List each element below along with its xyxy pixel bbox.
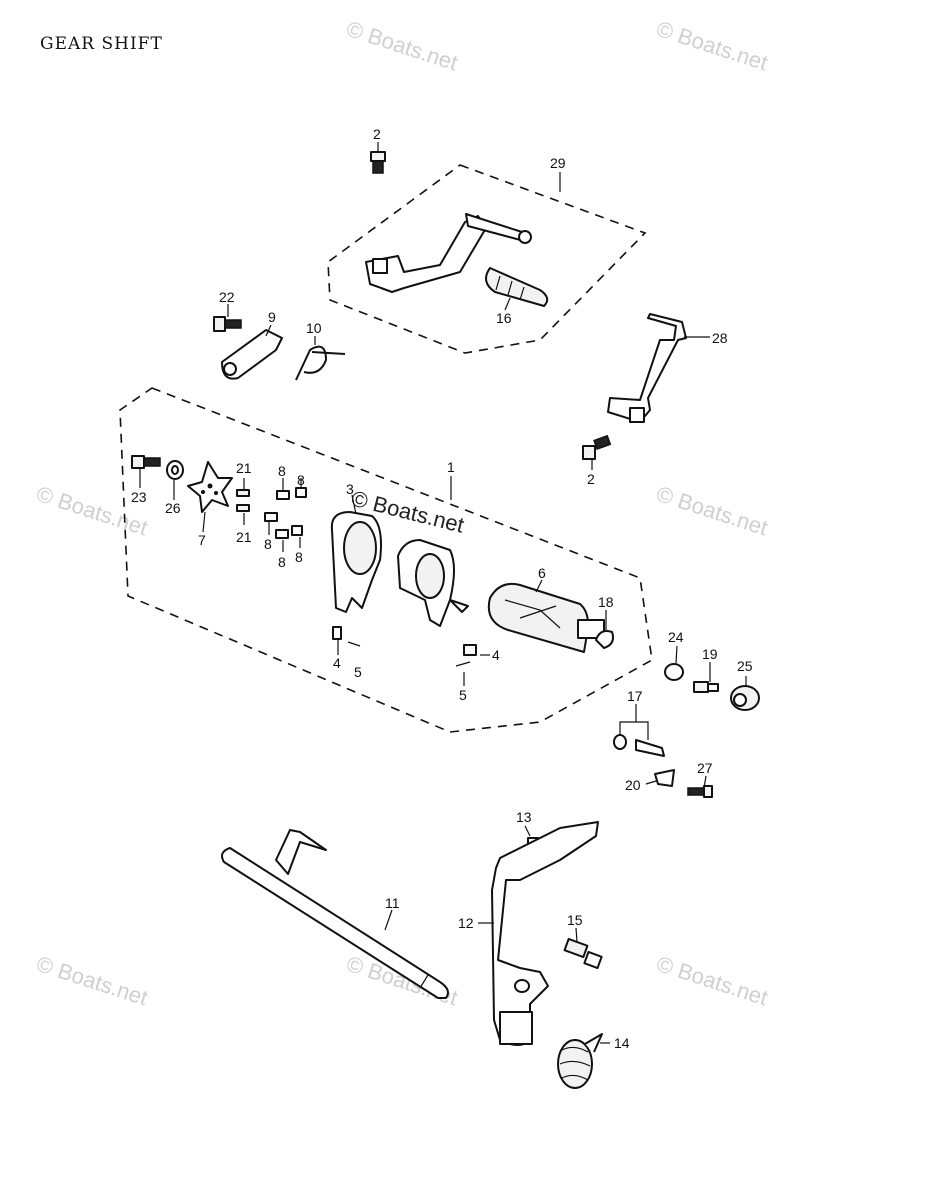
callout-21: 21: [236, 529, 252, 545]
callout-22: 22: [219, 289, 235, 305]
callout-18: 18: [598, 594, 614, 610]
clip-18: [595, 630, 614, 649]
watermark: © Boats.net: [653, 951, 770, 1010]
bolt-2-lower: [582, 434, 612, 460]
callout-1: 1: [447, 459, 455, 475]
star-plate-7: [187, 461, 233, 513]
pin-assembly-17: [613, 734, 665, 757]
callout-4: 4: [333, 655, 341, 671]
callout-8: 8: [278, 463, 286, 479]
bolt-23: [131, 455, 161, 469]
callout-29: 29: [550, 155, 566, 171]
callout-20: 20: [625, 777, 641, 793]
callout-6: 6: [538, 565, 546, 581]
bolt-27: [687, 785, 713, 798]
callout-2: 2: [587, 471, 595, 487]
watermark: © Boats.net: [33, 951, 150, 1010]
watermark: © Boats.net: [343, 16, 460, 75]
cap-25: [730, 685, 760, 711]
callout-7: 7: [198, 532, 206, 548]
bolt-2-top: [370, 151, 386, 174]
group-outline-1: [119, 387, 653, 733]
bolt-22: [213, 316, 242, 332]
shift-fork-middle: [397, 539, 469, 627]
callout-23: 23: [131, 489, 147, 505]
shift-pedal-28: [607, 313, 687, 423]
callout-26: 26: [165, 500, 181, 516]
callout-4: 4: [492, 647, 500, 663]
callout-21: 21: [236, 460, 252, 476]
callout-8: 8: [295, 549, 303, 565]
callout-8: 8: [264, 536, 272, 552]
washer-26: [166, 460, 184, 480]
stopper-arm-9: [221, 329, 283, 380]
washer-24: [664, 663, 684, 681]
callout-numbers: 2 29 22 9 10 16 28 1 2 23 26 7 21 21 8 8…: [131, 126, 753, 1051]
callout-8: 8: [297, 472, 305, 488]
pedal-rubber-16: [485, 267, 549, 307]
watermarks: © Boats.net © Boats.net © Boats.net © Bo…: [33, 16, 770, 1010]
callout-9: 9: [268, 309, 276, 325]
pins: [236, 487, 307, 539]
callout-2: 2: [373, 126, 381, 142]
callout-8: 8: [278, 554, 286, 570]
shift-drum-6: [487, 582, 605, 653]
callout-28: 28: [712, 330, 728, 346]
callout-3: 3: [346, 481, 354, 497]
leader-lines: [139, 142, 747, 1044]
callout-24: 24: [668, 629, 684, 645]
shift-arm-12: [491, 821, 599, 1046]
watermark: © Boats.net: [653, 16, 770, 75]
callout-5: 5: [459, 687, 467, 703]
callout-16: 16: [496, 310, 512, 326]
callout-13: 13: [516, 809, 532, 825]
spring-14: [557, 1033, 603, 1089]
callout-11: 11: [385, 895, 400, 911]
bolt-19: [693, 681, 719, 693]
shift-pedal-29: [365, 213, 532, 293]
callout-15: 15: [567, 912, 583, 928]
clip-5b: [455, 661, 471, 667]
callout-14: 14: [614, 1035, 630, 1051]
callout-17: 17: [627, 688, 643, 704]
callout-5: 5: [354, 664, 362, 680]
shift-shaft-11: [221, 829, 449, 999]
clip-5a: [347, 641, 361, 647]
callout-10: 10: [306, 320, 322, 336]
group-outline-29: [327, 164, 647, 354]
shift-fork-3: [330, 511, 382, 613]
bolt-15: [563, 937, 603, 970]
guide-pin-4a: [332, 626, 342, 640]
guide-pin-4b: [463, 644, 477, 656]
callout-12: 12: [458, 915, 474, 931]
diagram-title: GEAR SHIFT: [40, 34, 163, 54]
bracket-20: [654, 769, 675, 787]
callout-25: 25: [737, 658, 753, 674]
spring-10: [295, 345, 346, 381]
callout-19: 19: [702, 646, 718, 662]
callout-27: 27: [697, 760, 713, 776]
watermark: © Boats.net: [653, 481, 770, 540]
